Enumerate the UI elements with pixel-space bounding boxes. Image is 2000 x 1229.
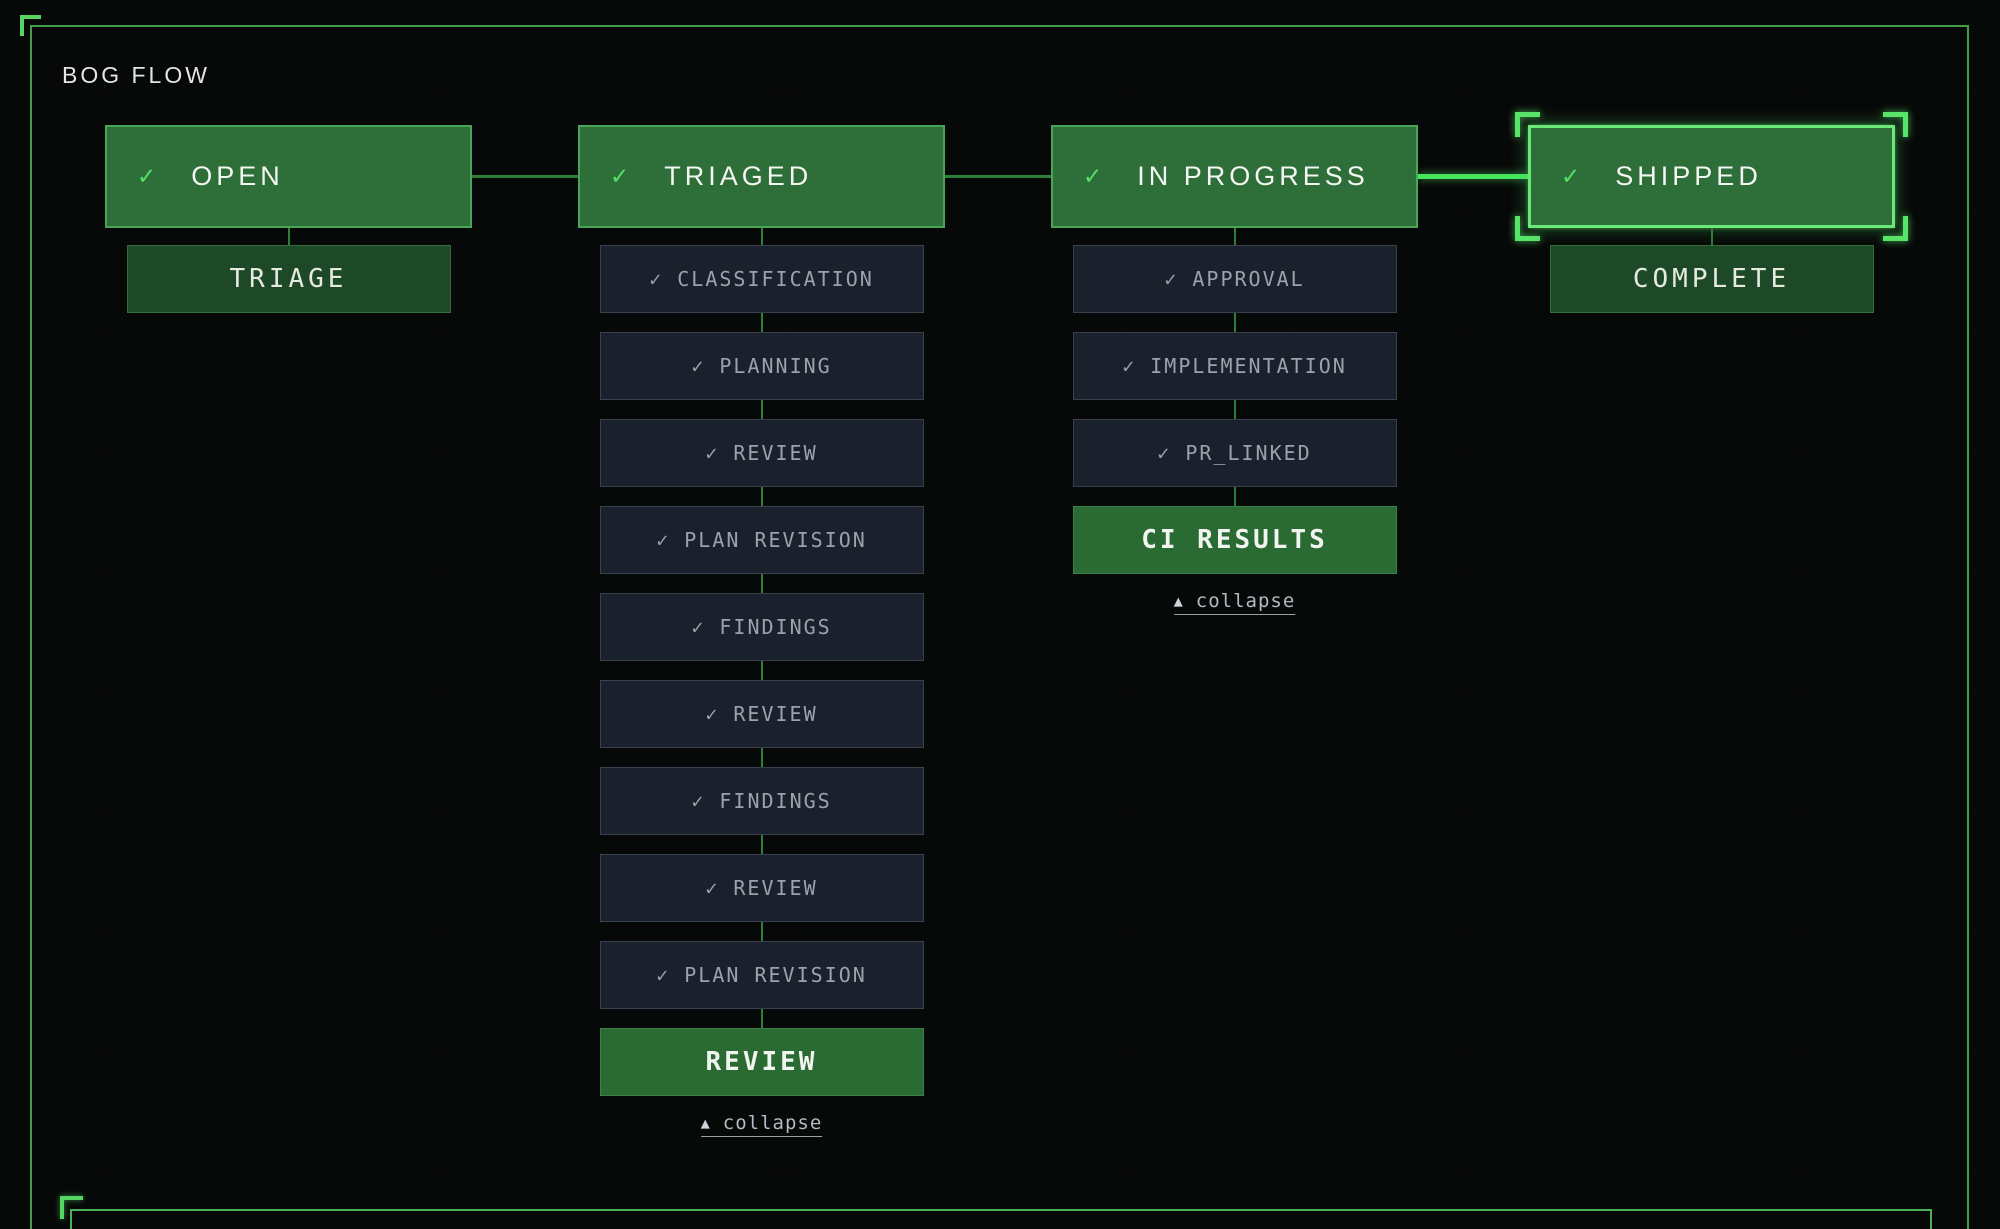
check-icon: ✓ <box>610 163 630 189</box>
action-label: REVIEW <box>705 1047 818 1077</box>
selection-bracket-icon <box>1515 112 1540 137</box>
substep-label: APPROVAL <box>1192 267 1305 291</box>
action-button-complete[interactable]: COMPLETE <box>1549 245 1874 313</box>
check-icon: ✓ <box>705 876 720 900</box>
substep-label: REVIEW <box>733 441 818 465</box>
stage-in-progress[interactable]: ✓ IN PROGRESS <box>1051 125 1418 228</box>
collapse-label: collapse <box>1195 590 1296 612</box>
stage-connector <box>1418 174 1528 179</box>
action-button-triage[interactable]: TRIAGE <box>126 245 451 313</box>
main-panel-frame <box>30 25 1969 1229</box>
check-icon: ✓ <box>705 702 720 726</box>
substep-planning: ✓ PLANNING <box>599 332 924 400</box>
check-icon: ✓ <box>1083 163 1103 189</box>
substep-connector <box>287 228 290 245</box>
substep-label: FINDINGS <box>719 615 832 639</box>
selection-bracket-icon <box>1883 216 1908 241</box>
substep-connector <box>1710 228 1713 245</box>
check-icon: ✓ <box>691 789 706 813</box>
substep-connector <box>760 574 763 593</box>
substep-classification: ✓ CLASSIFICATION <box>599 245 924 313</box>
stage-shipped[interactable]: ✓ SHIPPED <box>1515 112 1908 241</box>
substep-connector <box>760 228 763 245</box>
substep-label: CLASSIFICATION <box>677 267 874 291</box>
check-icon: ✓ <box>656 963 671 987</box>
substep-label: PLAN REVISION <box>684 963 867 987</box>
substep-label: PLANNING <box>719 354 832 378</box>
check-icon: ✓ <box>1561 163 1581 189</box>
substep-findings: ✓ FINDINGS <box>599 767 924 835</box>
stage-connector <box>472 175 578 178</box>
substep-label: PLAN REVISION <box>684 528 867 552</box>
check-icon: ✓ <box>656 528 671 552</box>
substep-label: PR_LINKED <box>1185 441 1312 465</box>
stage-label: IN PROGRESS <box>1137 161 1369 191</box>
substep-connector <box>760 835 763 854</box>
action-button-ci-results[interactable]: CI RESULTS <box>1072 506 1397 574</box>
collapse-link[interactable]: ▲ collapse <box>1173 590 1296 615</box>
substep-approval: ✓ APPROVAL <box>1072 245 1397 313</box>
stage-label: SHIPPED <box>1615 161 1762 191</box>
substep-label: IMPLEMENTATION <box>1150 354 1347 378</box>
collapse-arrow-icon: ▲ <box>1173 591 1184 610</box>
substep-label: REVIEW <box>733 702 818 726</box>
substep-connector <box>760 661 763 680</box>
check-icon: ✓ <box>1164 267 1179 291</box>
substep-connector <box>1233 313 1236 332</box>
action-label: CI RESULTS <box>1141 525 1328 555</box>
collapse-label: collapse <box>722 1112 823 1134</box>
substep-review: ✓ REVIEW <box>599 419 924 487</box>
substep-connector <box>1233 400 1236 419</box>
action-button-review[interactable]: REVIEW <box>599 1028 924 1096</box>
substep-connector <box>760 1009 763 1028</box>
substep-review: ✓ REVIEW <box>599 854 924 922</box>
collapse-arrow-icon: ▲ <box>700 1113 711 1132</box>
substep-review: ✓ REVIEW <box>599 680 924 748</box>
substep-connector <box>760 313 763 332</box>
substep-implementation: ✓ IMPLEMENTATION <box>1072 332 1397 400</box>
substep-findings: ✓ FINDINGS <box>599 593 924 661</box>
stage-label: TRIAGED <box>664 161 813 191</box>
substep-connector <box>760 748 763 767</box>
substep-pr-linked: ✓ PR_LINKED <box>1072 419 1397 487</box>
check-icon: ✓ <box>1157 441 1172 465</box>
substep-plan-revision: ✓ PLAN REVISION <box>599 941 924 1009</box>
stage-label: OPEN <box>191 161 284 191</box>
collapse-link[interactable]: ▲ collapse <box>700 1112 823 1137</box>
bottom-frame-corner-bracket-icon <box>60 1196 83 1219</box>
stage-triaged[interactable]: ✓ TRIAGED <box>578 125 945 228</box>
action-label: COMPLETE <box>1632 264 1791 294</box>
action-label: TRIAGE <box>229 264 348 294</box>
selection-bracket-icon <box>1883 112 1908 137</box>
selection-bracket-icon <box>1515 216 1540 241</box>
check-icon: ✓ <box>137 163 157 189</box>
substep-connector <box>760 487 763 506</box>
page-title: BOG FLOW <box>62 62 210 88</box>
check-icon: ✓ <box>1122 354 1137 378</box>
substep-connector <box>1233 228 1236 245</box>
frame-corner-bracket-icon <box>20 15 41 36</box>
stage-connector <box>945 175 1051 178</box>
stage-open[interactable]: ✓ OPEN <box>105 125 472 228</box>
check-icon: ✓ <box>691 615 706 639</box>
substep-plan-revision: ✓ PLAN REVISION <box>599 506 924 574</box>
check-icon: ✓ <box>649 267 664 291</box>
check-icon: ✓ <box>705 441 720 465</box>
bottom-panel-frame <box>70 1209 1932 1229</box>
substep-label: REVIEW <box>733 876 818 900</box>
substep-connector <box>760 400 763 419</box>
check-icon: ✓ <box>691 354 706 378</box>
substep-connector <box>760 922 763 941</box>
substep-label: FINDINGS <box>719 789 832 813</box>
substep-connector <box>1233 487 1236 506</box>
